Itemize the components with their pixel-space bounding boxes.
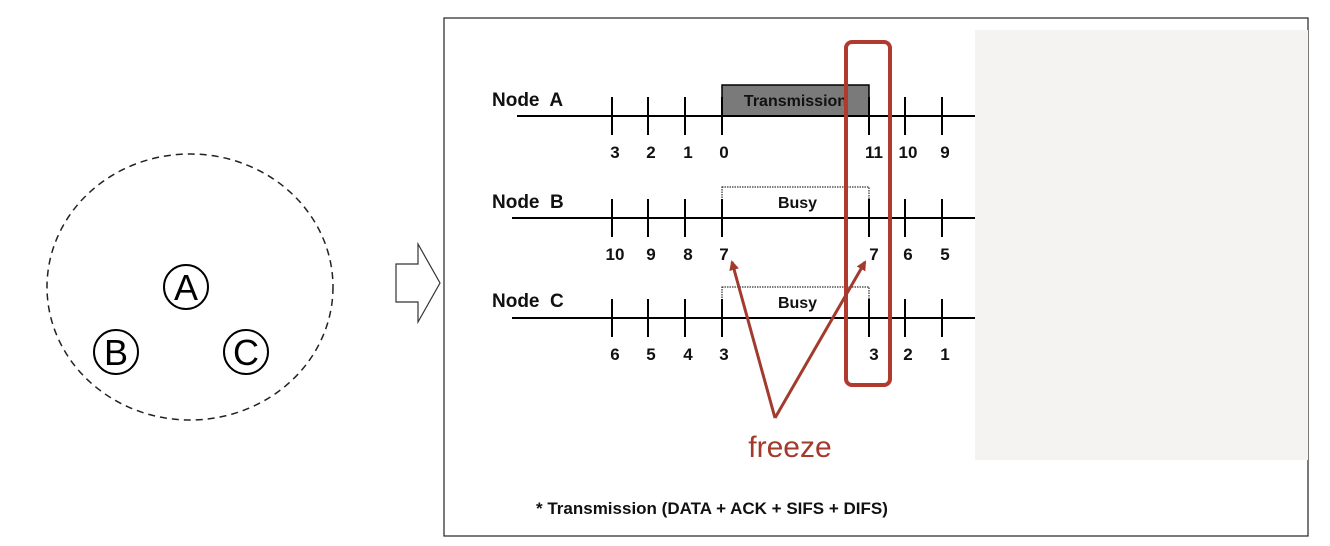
freeze-arrow-right xyxy=(773,260,867,419)
backoff-counter: 10 xyxy=(899,143,918,162)
timeline-label: Node B xyxy=(492,192,564,213)
topology-group: A B C xyxy=(46,153,334,421)
gray-panel-region xyxy=(975,30,1308,460)
backoff-counter: 8 xyxy=(683,245,692,264)
node-b-badge: B xyxy=(93,329,139,375)
node-a-letter: A xyxy=(174,267,198,308)
node-c-badge: C xyxy=(223,329,269,375)
backoff-counter: 6 xyxy=(903,245,912,264)
backoff-counter: 0 xyxy=(719,143,728,162)
footnote: * Transmission (DATA + ACK + SIFS + DIFS… xyxy=(536,499,888,518)
backoff-counter: 5 xyxy=(940,245,949,264)
backoff-counter: 10 xyxy=(606,245,625,264)
timeline-label: Node A xyxy=(492,90,563,111)
backoff-counter: 4 xyxy=(683,345,693,364)
node-c-letter: C xyxy=(233,332,259,373)
block-label: Busy xyxy=(778,295,817,312)
backoff-counter: 1 xyxy=(683,143,692,162)
backoff-counter: 9 xyxy=(940,143,949,162)
backoff-counter: 7 xyxy=(719,245,728,264)
backoff-counter: 7 xyxy=(869,245,878,264)
node-a-badge: A xyxy=(163,264,209,310)
block-label: Busy xyxy=(778,195,817,212)
block-label: Transmission xyxy=(744,93,847,110)
freeze-label: freeze xyxy=(748,431,831,464)
transition-arrow-icon xyxy=(395,241,441,325)
backoff-counter: 3 xyxy=(719,345,728,364)
backoff-counter: 3 xyxy=(610,143,619,162)
backoff-counter: 9 xyxy=(646,245,655,264)
backoff-counter: 2 xyxy=(903,345,912,364)
backoff-counter: 6 xyxy=(610,345,619,364)
backoff-counter: 2 xyxy=(646,143,655,162)
backoff-counter: 11 xyxy=(865,143,883,162)
backoff-counter: 3 xyxy=(869,345,878,364)
timeline-label: Node C xyxy=(492,291,564,312)
freeze-arrow-left xyxy=(729,260,777,419)
backoff-counter: 1 xyxy=(940,345,949,364)
node-b-letter: B xyxy=(104,332,128,373)
freeze-highlight-box xyxy=(844,40,892,387)
coverage-range-circle xyxy=(46,153,334,421)
backoff-counter: 5 xyxy=(646,345,655,364)
